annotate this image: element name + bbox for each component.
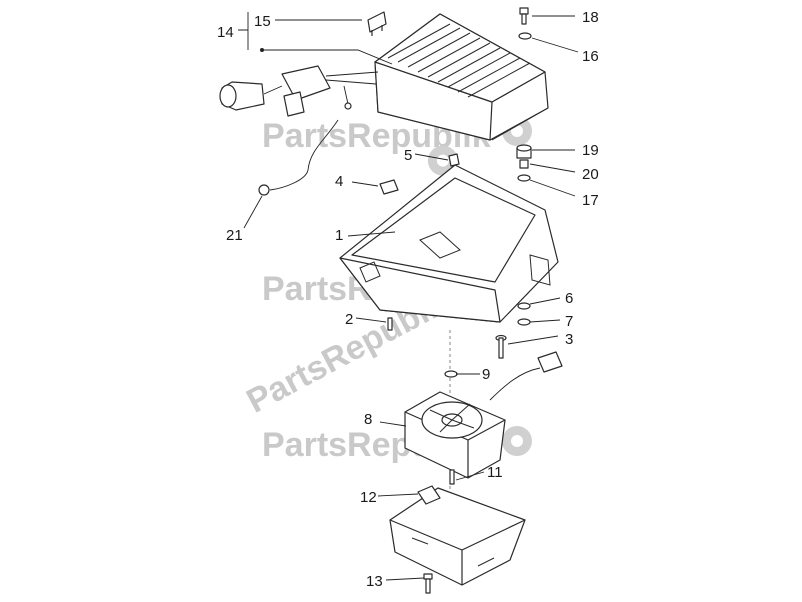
- part-washer-17: [517, 174, 531, 182]
- part-clip-5: [448, 153, 460, 167]
- callout-3: 3: [565, 331, 573, 348]
- callout-5: 5: [404, 147, 412, 164]
- callout-21: 21: [226, 227, 243, 244]
- callout-17: 17: [582, 192, 599, 209]
- watermark-gear-icon: [502, 426, 532, 456]
- part-screw-11: [449, 469, 455, 485]
- part-lower-cover: [389, 485, 526, 586]
- part-washer-9: [444, 370, 458, 378]
- regulator-fins: [387, 23, 531, 98]
- callout-11: 11: [487, 464, 503, 481]
- part-washer-6: [517, 302, 531, 310]
- callout-12: 12: [360, 489, 377, 506]
- part-screw-13: [423, 573, 433, 594]
- part-spacer-19: [516, 144, 532, 159]
- callout-14: 14: [217, 24, 234, 41]
- callout-7: 7: [565, 313, 573, 330]
- leader-lines: [238, 12, 579, 581]
- callout-15: 15: [254, 13, 271, 30]
- callout-1: 1: [335, 227, 343, 244]
- part-bolt-3: [495, 334, 507, 359]
- part-screw-2: [387, 317, 393, 331]
- part-regulator-wiring: [219, 65, 379, 117]
- part-bracket-4: [379, 179, 399, 195]
- callout-6: 6: [565, 290, 573, 307]
- callout-4: 4: [335, 173, 343, 190]
- callout-8: 8: [364, 411, 372, 428]
- callout-2: 2: [345, 311, 353, 328]
- part-voltage-regulator: [374, 13, 549, 141]
- part-nut-7: [517, 318, 531, 326]
- part-bushing-20: [519, 159, 529, 169]
- part-ground-wire: [258, 119, 339, 196]
- callout-20: 20: [582, 166, 599, 183]
- part-screw-18: [519, 7, 529, 25]
- part-washer-16: [518, 32, 532, 40]
- callout-16: 16: [582, 48, 599, 65]
- part-housing-tray: [339, 164, 559, 323]
- callout-19: 19: [582, 142, 599, 159]
- callout-13: 13: [366, 573, 383, 590]
- part-cooling-fan: [404, 351, 563, 479]
- callout-9: 9: [482, 366, 490, 383]
- part-fuse: [367, 11, 387, 36]
- callout-18: 18: [582, 9, 599, 26]
- callout-labels: 14 15 18 16 19 20 17 5 4 1 21 6 2 7 3 9 …: [217, 9, 599, 590]
